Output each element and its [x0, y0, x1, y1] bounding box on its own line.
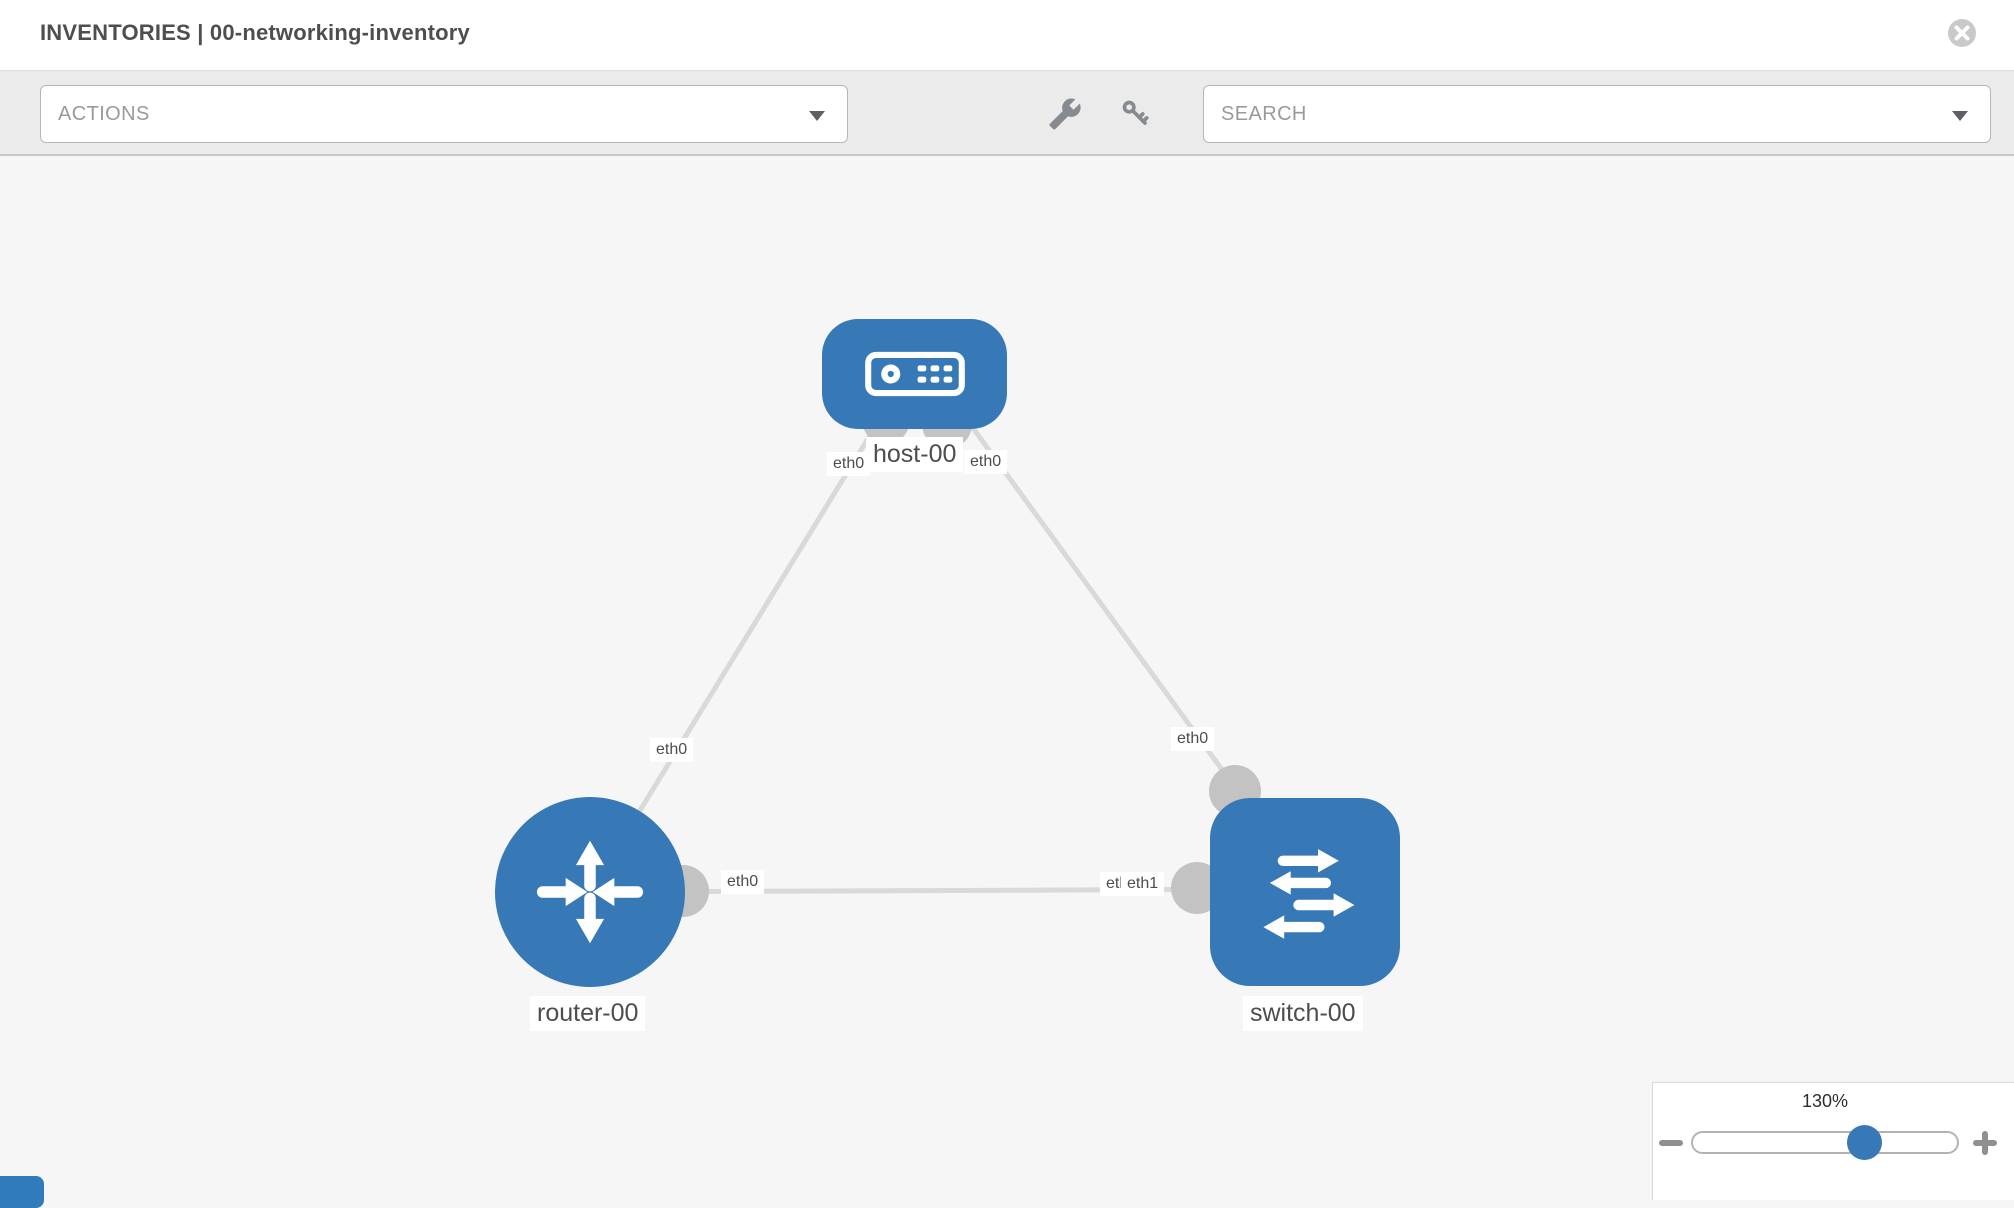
- toolbar: ACTIONS SEARCH: [0, 70, 2014, 156]
- node-label-host: host-00: [866, 437, 963, 472]
- key-icon: [1119, 97, 1153, 131]
- actions-dropdown[interactable]: ACTIONS: [40, 85, 848, 143]
- interface-label: eth0: [721, 870, 764, 894]
- search-dropdown-label: SEARCH: [1204, 103, 1307, 126]
- switch-icon: [1239, 827, 1371, 957]
- close-button[interactable]: [1946, 17, 1978, 49]
- zoom-slider-track[interactable]: [1691, 1131, 1959, 1154]
- interface-label: eth0: [1171, 727, 1214, 751]
- key-button[interactable]: [1119, 97, 1153, 131]
- legend-panel-peek[interactable]: [0, 1176, 44, 1208]
- search-dropdown[interactable]: SEARCH: [1203, 85, 1991, 143]
- zoom-out-button[interactable]: [1657, 1129, 1685, 1157]
- topology-canvas[interactable]: host-00 router-00 switch-00 eth0 eth0 et…: [0, 158, 2014, 1200]
- interface-label: eth0: [827, 452, 870, 476]
- minus-icon: [1657, 1129, 1685, 1157]
- node-host-00[interactable]: [822, 319, 1007, 429]
- chevron-down-icon: [1952, 111, 1968, 121]
- interface-label: eth0: [964, 450, 1007, 474]
- page-title: INVENTORIES | 00-networking-inventory: [40, 20, 470, 46]
- host-icon: [863, 348, 967, 400]
- chevron-down-icon: [809, 111, 825, 121]
- links-layer: [0, 158, 2014, 1200]
- actions-dropdown-label: ACTIONS: [41, 103, 150, 126]
- interface-label: eth1: [1121, 872, 1164, 896]
- router-icon: [526, 828, 654, 956]
- node-label-switch: switch-00: [1243, 996, 1363, 1031]
- node-label-router: router-00: [530, 996, 645, 1031]
- node-switch-00[interactable]: [1210, 798, 1400, 986]
- close-icon: [1946, 17, 1978, 49]
- plus-icon: [1971, 1129, 1999, 1157]
- zoom-slider-knob[interactable]: [1847, 1125, 1882, 1160]
- wrench-icon: [1048, 97, 1082, 131]
- tools-button[interactable]: [1048, 97, 1082, 131]
- interface-label: eth0: [650, 738, 693, 762]
- zoom-panel: 130%: [1652, 1082, 2014, 1200]
- zoom-value: 130%: [1691, 1091, 1959, 1112]
- zoom-in-button[interactable]: [1971, 1129, 1999, 1157]
- node-router-00[interactable]: [495, 797, 685, 987]
- header-bar: INVENTORIES | 00-networking-inventory: [0, 0, 2014, 70]
